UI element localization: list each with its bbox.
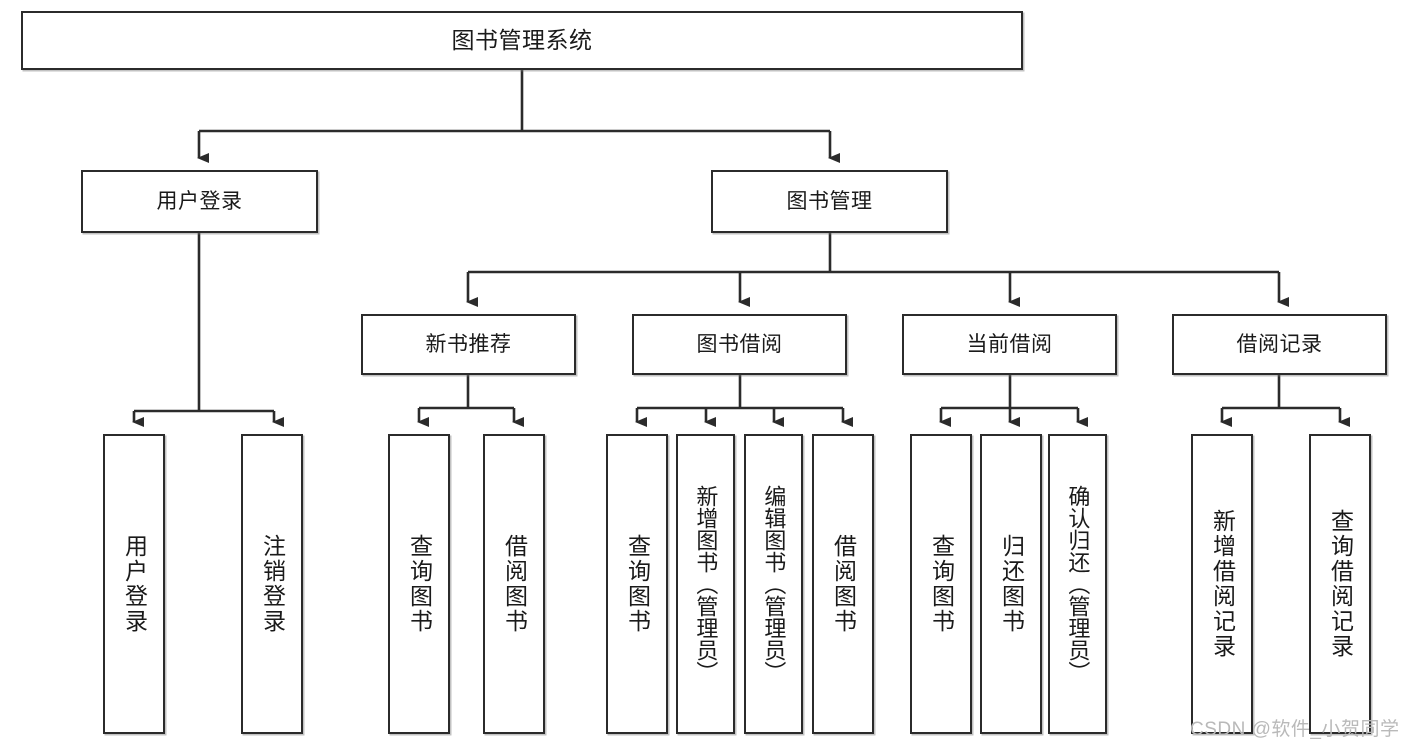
leaf-current-query-book[interactable]: 查询图书	[910, 434, 972, 734]
leaf-user-login-signout[interactable]: 注销登录	[241, 434, 303, 734]
node-root-system[interactable]: 图书管理系统	[21, 11, 1023, 70]
leaf-current-confirm-return-admin[interactable]: 确认归还（管理员）	[1048, 434, 1107, 734]
leaf-current-return-book[interactable]: 归还图书	[980, 434, 1042, 734]
node-book-borrow[interactable]: 图书借阅	[632, 314, 847, 375]
leaf-record-query-borrow-record[interactable]: 查询借阅记录	[1309, 434, 1371, 734]
leaf-recommend-borrow-book[interactable]: 借阅图书	[483, 434, 545, 734]
leaf-borrow-add-book-admin[interactable]: 新增图书（管理员）	[676, 434, 735, 734]
node-book-management[interactable]: 图书管理	[711, 170, 948, 233]
leaf-borrow-borrow-book[interactable]: 借阅图书	[812, 434, 874, 734]
leaf-record-add-borrow-record[interactable]: 新增借阅记录	[1191, 434, 1253, 734]
node-new-book-recommend[interactable]: 新书推荐	[361, 314, 576, 375]
leaf-user-login-signin[interactable]: 用户登录	[103, 434, 165, 734]
node-user-login[interactable]: 用户登录	[81, 170, 318, 233]
leaf-borrow-query-book[interactable]: 查询图书	[606, 434, 668, 734]
leaf-recommend-query-book[interactable]: 查询图书	[388, 434, 450, 734]
node-current-borrow[interactable]: 当前借阅	[902, 314, 1117, 375]
node-borrow-record[interactable]: 借阅记录	[1172, 314, 1387, 375]
csdn-watermark: CSDN @软件_小贺同学	[1190, 719, 1400, 740]
leaf-borrow-edit-book-admin[interactable]: 编辑图书（管理员）	[744, 434, 803, 734]
